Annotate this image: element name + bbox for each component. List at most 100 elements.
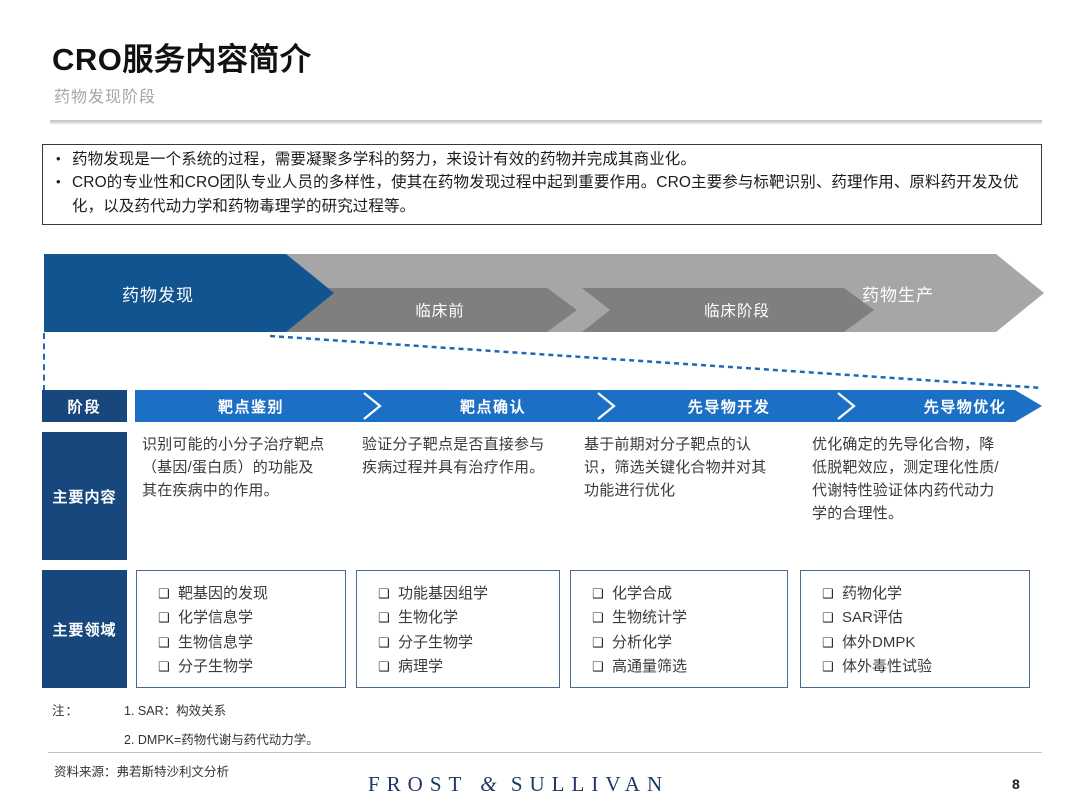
process-stage-label: 药物生产 [862, 285, 934, 305]
area-label: 靶基因的发现 [178, 585, 269, 602]
process-stage-discovery[interactable]: 药物发现 [44, 254, 334, 332]
table-cell-content-3: 基于前期对分子靶点的认识，筛选关键化合物并对其功能进行优化 [584, 436, 767, 499]
summary-bullet-text-2: CRO的专业性和CRO团队专业人员的多样性，使其在药物发现过程中起到重要作用。C… [72, 174, 1019, 215]
stage-label: 靶点鉴别 [217, 398, 284, 416]
checkbox-icon: ❑ [378, 586, 390, 601]
area-label: 化学合成 [612, 585, 673, 602]
summary-bullet-list: • 药物发现是一个系统的过程，需要凝聚多学科的努力，来设计有效的药物并完成其商业… [56, 148, 1046, 218]
connector-dashed-diagonal [269, 334, 1043, 390]
process-stage-clinical[interactable]: 临床阶段 [582, 288, 874, 332]
checkbox-icon: ❑ [822, 586, 834, 601]
area-label: 功能基因组学 [398, 585, 489, 602]
process-stage-label: 临床阶段 [703, 303, 770, 320]
area-label: 分子生物学 [178, 657, 254, 675]
checkbox-icon: ❑ [822, 634, 834, 650]
chevron-right-icon [837, 392, 856, 420]
stage-chevron-band [135, 390, 1042, 422]
chevron-right-icon [363, 392, 382, 420]
stage-tab-3[interactable]: 先导物开发 [622, 390, 836, 422]
list-item: ❑ 化学合成 [592, 582, 687, 606]
stage-label: 先导物开发 [687, 398, 771, 416]
brand-sullivan: SULLIVAN [510, 772, 670, 796]
stage-header-label: 阶段 [42, 390, 127, 422]
area-label: 体外毒性试验 [842, 657, 933, 675]
area-list-2: ❑功能基因组学 ❑生物化学 ❑分子生物学 ❑病理学 [378, 582, 488, 679]
footer-divider [48, 752, 1042, 753]
checkbox-icon: ❑ [592, 634, 604, 650]
list-item: ❑ 体外毒性试验 [822, 655, 932, 679]
checkbox-icon: ❑ [158, 586, 170, 601]
checkbox-icon: ❑ [592, 658, 604, 674]
list-item: • CRO的专业性和CRO团队专业人员的多样性，使其在药物发现过程中起到重要作用… [56, 171, 1046, 218]
note-item-1: 1. SAR：构效关系 [124, 704, 227, 718]
bullet-marker-icon: • [56, 174, 61, 190]
area-label: 药物化学 [842, 585, 903, 602]
bullet-marker-icon: • [56, 151, 61, 166]
summary-box [42, 144, 1042, 225]
list-item: ❑ 分子生物学 [378, 631, 488, 655]
area-list-1: ❑ 靶基因的发现 ❑ 化学信息学 ❑ 生物信息学 ❑ 分子生物学 [158, 582, 268, 679]
note-item-2: 2. DMPK=药物代谢与药代动力学。 [124, 733, 319, 747]
page-title: CRO服务内容简介 [52, 42, 312, 77]
checkbox-icon: ❑ [378, 634, 390, 650]
stage-label: 靶点确认 [459, 398, 526, 416]
notes-label: 注： [52, 704, 80, 718]
list-item: ❑ 化学信息学 [158, 606, 268, 630]
checkbox-icon: ❑ [592, 610, 604, 626]
area-label: 体外DMPK [842, 633, 916, 651]
table-cell-content-1: 识别可能的小分子治疗靶点（基因/蛋白质）的功能及其在疾病中的作用。 [142, 436, 325, 499]
list-item: ❑ 生物化学 [378, 606, 488, 630]
checkbox-icon: ❑ [822, 610, 834, 626]
area-box-2 [356, 570, 560, 688]
area-label: 生物化学 [398, 609, 459, 627]
list-item: ❑ 分子生物学 [158, 655, 268, 679]
list-item: ❑ SAR评估 [822, 606, 932, 630]
brand-ampersand-icon: & [480, 772, 499, 796]
table-cell-content-4: 优化确定的先导化合物，降低脱靶效应，测定理化性质/代谢特性验证体内药代动力学的合… [812, 436, 999, 522]
checkbox-icon: ❑ [822, 658, 834, 674]
area-box-4 [800, 570, 1030, 688]
area-label: 高通量筛选 [612, 657, 688, 675]
area-list-4: ❑ 药物化学 ❑ SAR评估 ❑ 体外DMPK ❑ 体外毒性试验 [822, 582, 932, 679]
table-cell-content-2: 验证分子靶点是否直接参与疾病过程并具有治疗作用。 [362, 436, 545, 476]
stage-tab-4[interactable]: 先导物优化 [860, 390, 1070, 422]
list-item: ❑ 生物信息学 [158, 631, 268, 655]
list-item: ❑ 生物统计学 [592, 606, 687, 630]
stage-tab-1[interactable]: 靶点鉴别 [142, 390, 360, 422]
area-label: 分子生物学 [398, 633, 474, 651]
chevron-right-icon [597, 392, 616, 420]
row-label-main-content: 主要内容 [42, 432, 127, 560]
brand-frost: FROST [368, 772, 468, 796]
source-text: 资料来源：弗若斯特沙利文分析 [54, 765, 230, 779]
list-item: ❑ 高通量筛选 [592, 655, 687, 679]
page-subtitle: 药物发现阶段 [54, 89, 157, 106]
page-number: 8 [1012, 776, 1020, 792]
list-item: ❑ 靶基因的发现 [158, 582, 268, 606]
area-box-3 [570, 570, 788, 688]
process-chevron-bar: 药物生产 临床前 临床阶段 药物发现 [44, 254, 1044, 332]
connector-dashed-vertical [43, 333, 45, 391]
area-label: 生物统计学 [612, 609, 688, 627]
process-stage-preclinical[interactable]: 临床前 [285, 288, 577, 332]
checkbox-icon: ❑ [158, 658, 170, 674]
stage-label: 先导物优化 [923, 398, 1007, 416]
process-stage-label: 临床前 [415, 303, 465, 320]
process-stage-label: 药物发现 [122, 285, 194, 305]
area-label: 生物信息学 [178, 633, 254, 651]
list-item: ❑ 功能基因组学 [378, 582, 488, 606]
checkbox-icon: ❑ [592, 586, 604, 601]
stage-tab-2[interactable]: 靶点确认 [390, 390, 596, 422]
area-label: 分析化学 [612, 633, 673, 651]
summary-bullet-text-1: 药物发现是一个系统的过程，需要凝聚多学科的努力，来设计有效的药物并完成其商业化。 [72, 151, 697, 168]
checkbox-icon: ❑ [158, 634, 170, 650]
title-divider [50, 120, 1042, 124]
list-item: ❑ 分析化学 [592, 631, 687, 655]
checkbox-icon: ❑ [158, 610, 170, 626]
checkbox-icon: ❑ [378, 658, 390, 674]
list-item: • 药物发现是一个系统的过程，需要凝聚多学科的努力，来设计有效的药物并完成其商业… [56, 148, 1046, 171]
area-label: 化学信息学 [178, 609, 254, 627]
area-list-3: ❑ 化学合成 ❑ 生物统计学 ❑ 分析化学 ❑ 高通量筛选 [592, 582, 687, 679]
checkbox-icon: ❑ [378, 610, 390, 626]
area-label: SAR评估 [842, 609, 903, 627]
stage-header-row: 阶段 靶点鉴别 靶点确认 先导物开发 先导物优化 [42, 390, 1042, 422]
